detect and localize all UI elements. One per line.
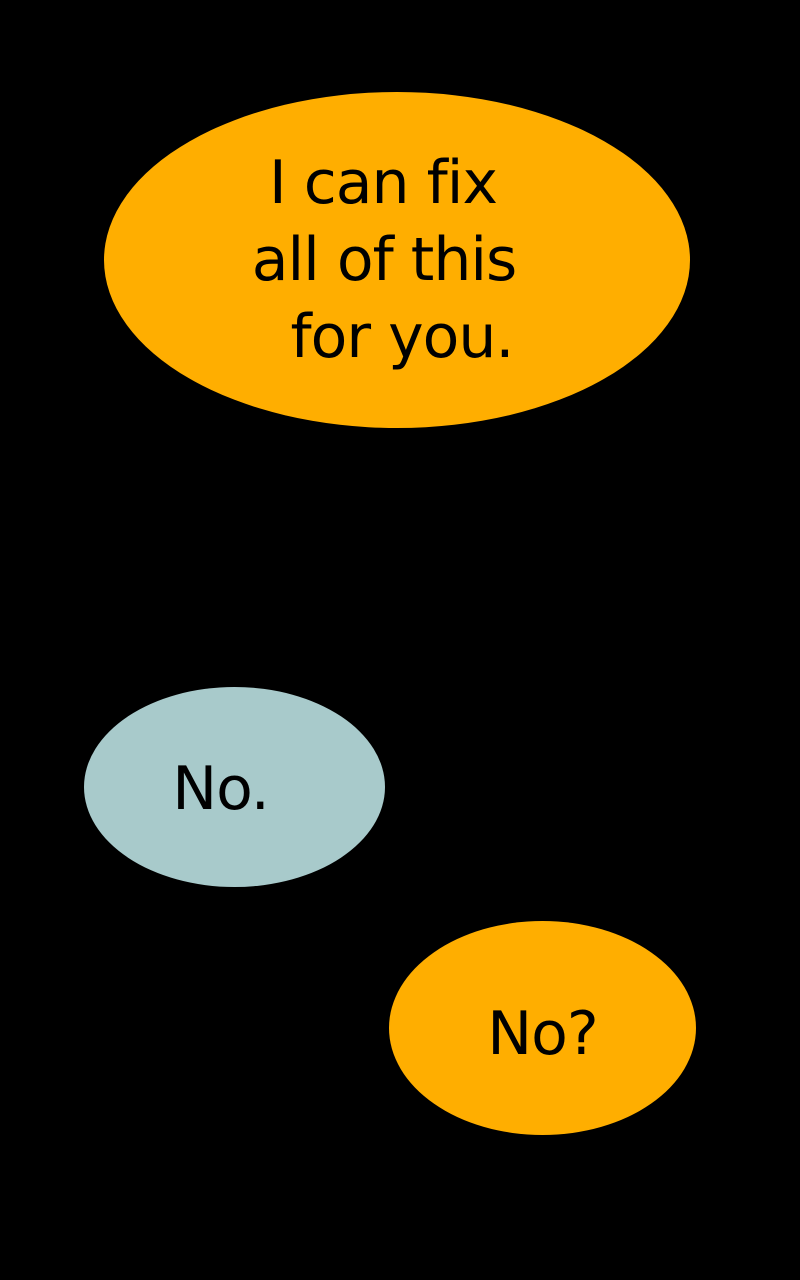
speech-bubble-orange-question: No? xyxy=(389,921,696,1135)
speech-bubble-orange-offer: I can fix all of this for you. xyxy=(104,92,690,428)
bubble-text-line: No? xyxy=(487,998,598,1069)
bubble-text-line: I can fix xyxy=(269,147,498,218)
bubble-text-line: No. xyxy=(172,753,270,824)
bubble-text-line: for you. xyxy=(290,301,515,372)
bubble-text-line: all of this xyxy=(251,224,518,295)
speech-bubble-teal-reply: No. xyxy=(84,687,385,887)
